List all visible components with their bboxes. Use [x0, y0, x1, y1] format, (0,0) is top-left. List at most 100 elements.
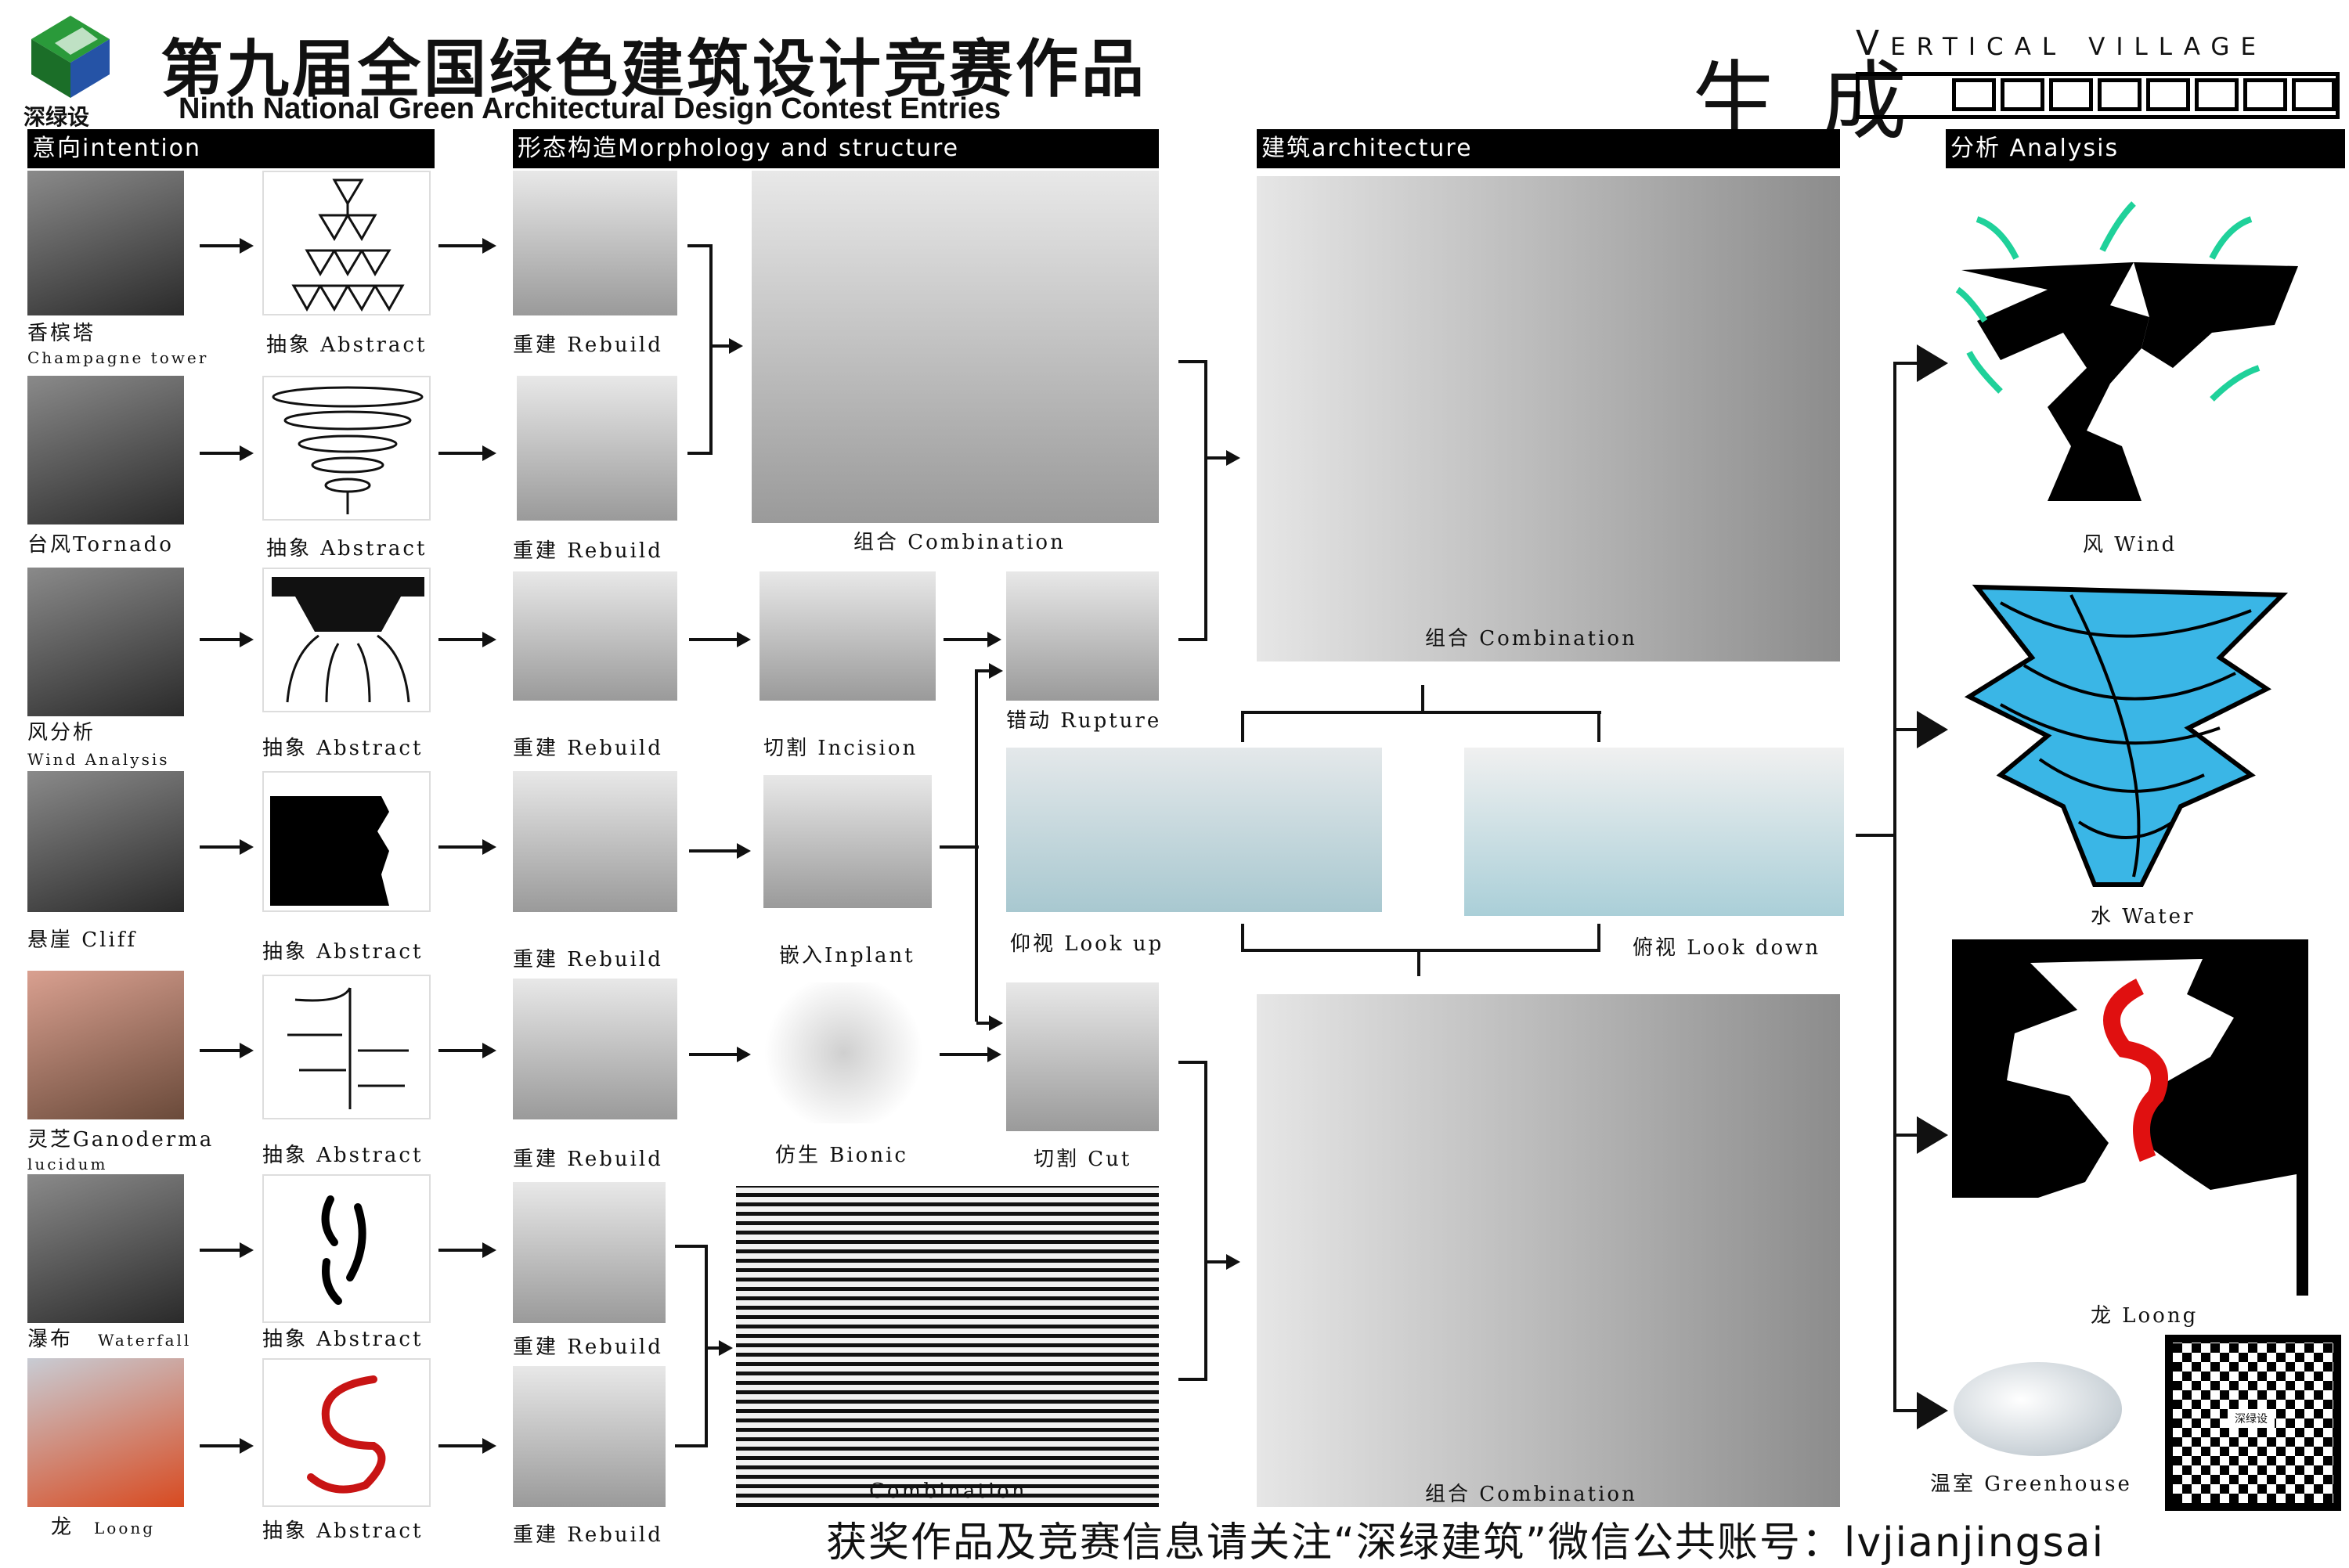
connector-line — [1893, 362, 1896, 1137]
flow-arrow — [706, 1340, 733, 1356]
intention-label: 香槟塔 — [27, 322, 96, 345]
abstract-label: 抽象 Abstract — [262, 1328, 424, 1351]
flow-arrow — [200, 1242, 254, 1258]
intention-sublabel: Waterfall — [98, 1331, 192, 1350]
section-architecture: 建筑architecture — [1257, 129, 1840, 168]
incision-render — [760, 571, 936, 701]
flow-arrow — [976, 663, 1003, 679]
look-up-render — [1006, 748, 1382, 912]
photo-ganoderma — [27, 971, 184, 1119]
architecture-render-bottom — [1257, 994, 1840, 1507]
look-up-label: 仰视 Look up — [1010, 932, 1164, 956]
bracket-line — [687, 452, 711, 455]
analysis-water-label: 水 Water — [2091, 905, 2196, 928]
intention-label: 龙 — [51, 1516, 74, 1539]
abstract-dragon-icon — [262, 1358, 431, 1507]
rebuild-render — [513, 771, 677, 912]
combination-label: 组合 Combination — [853, 531, 1066, 554]
flow-arrow — [438, 445, 496, 461]
rebuild-render — [517, 376, 677, 521]
bracket-line — [687, 244, 711, 247]
connector-line — [1421, 685, 1424, 712]
bracket-line — [709, 244, 713, 455]
cut-label: 切割 Cut — [1034, 1148, 1132, 1171]
abstract-waterfall-icon — [262, 1174, 431, 1323]
connector-line — [1893, 362, 1917, 365]
logo-text: 深绿设 — [23, 104, 90, 130]
abstract-label: 抽象 Abstract — [266, 537, 428, 561]
footer-text: 获奖作品及竞赛信息请关注“深绿建筑”微信公共账号：lvjianjingsai — [826, 1519, 2105, 1566]
intention-label: 瀑布 — [27, 1328, 74, 1351]
intention-sublabel: lucidum — [27, 1155, 108, 1173]
project-title-boxes — [1856, 72, 2340, 119]
inplant-render — [763, 775, 932, 908]
analysis-loong-diagram — [1952, 939, 2308, 1296]
greenhouse-label: 温室 Greenhouse — [1930, 1472, 2132, 1496]
flow-arrow — [713, 338, 743, 354]
flow-arrow — [1206, 1254, 1240, 1270]
look-down-label: 俯视 Look down — [1633, 936, 1821, 960]
flow-arrow — [438, 1043, 496, 1058]
connector-line — [1597, 924, 1600, 951]
bracket-line — [1178, 638, 1206, 641]
connector-line — [1856, 834, 1895, 837]
connector-line — [1893, 1409, 1917, 1412]
flow-arrow — [438, 1242, 496, 1258]
connector-line — [1893, 1134, 1917, 1137]
intention-label: 台风Tornado — [27, 533, 174, 557]
intention-label: 灵芝Ganoderma — [27, 1128, 215, 1152]
architecture-label: 组合 Combination — [1425, 1483, 1637, 1506]
flow-arrow — [438, 632, 496, 647]
flow-arrow — [940, 1047, 1001, 1062]
inplant-label: 嵌入Inplant — [779, 944, 915, 968]
abstract-ganoderma-icon — [262, 975, 431, 1119]
qr-logo-text: 深绿设 — [2228, 1409, 2275, 1428]
section-intention: 意向intention — [27, 129, 435, 168]
rupture-label: 错动 Rupture — [1006, 709, 1162, 733]
abstract-cliff-icon — [262, 771, 431, 912]
rebuild-render — [513, 979, 677, 1119]
incision-label: 切割 Incision — [763, 737, 918, 760]
rebuild-render — [513, 1366, 666, 1507]
architecture-render-top — [1257, 176, 1840, 661]
project-title-en: Vertical village — [1856, 23, 2268, 63]
flow-arrow — [200, 839, 254, 855]
flow-arrow — [689, 843, 751, 859]
connector-line — [1241, 711, 1601, 714]
flow-arrow — [689, 1047, 751, 1062]
abstract-champagne-icon — [262, 171, 431, 315]
bracket-line — [675, 1444, 706, 1447]
connector-line — [940, 845, 979, 849]
flow-arrow — [438, 238, 496, 254]
cut-render — [1006, 982, 1159, 1131]
intention-sublabel: Loong — [94, 1519, 156, 1537]
connector-line — [1241, 924, 1244, 951]
flow-arrow — [944, 632, 1001, 647]
abstract-label: 抽象 Abstract — [262, 737, 424, 760]
analysis-wind-diagram — [1954, 188, 2306, 524]
intention-label: 风分析 — [27, 721, 96, 744]
flow-arrow — [200, 1438, 254, 1454]
section-morphology: 形态构造Morphology and structure — [513, 129, 1159, 168]
intention-sublabel: Wind Analysis — [27, 750, 170, 769]
connector-line — [1417, 949, 1420, 976]
section-analysis: 分析 Analysis — [1946, 129, 2345, 168]
bionic-render — [756, 982, 932, 1123]
architecture-label: 组合 Combination — [1425, 627, 1637, 651]
connector-line — [1597, 711, 1600, 742]
bracket-line — [675, 1245, 706, 1248]
pointer-icon — [1917, 344, 1948, 382]
flow-arrow — [689, 632, 751, 647]
intention-sublabel: Champagne tower — [27, 348, 209, 367]
rebuild-label: 重建 Rebuild — [513, 1148, 663, 1171]
analysis-wind-label: 风 Wind — [2083, 533, 2178, 557]
connector-line — [1241, 949, 1600, 952]
abstract-label: 抽象 Abstract — [262, 1144, 424, 1167]
look-down-render — [1464, 748, 1844, 916]
bracket-line — [1178, 360, 1206, 363]
abstract-wind-icon — [262, 568, 431, 712]
abstract-spiral-icon — [262, 376, 431, 521]
rebuild-label: 重建 Rebuild — [513, 948, 663, 971]
flow-arrow — [200, 445, 254, 461]
rebuild-label: 重建 Rebuild — [513, 737, 663, 760]
